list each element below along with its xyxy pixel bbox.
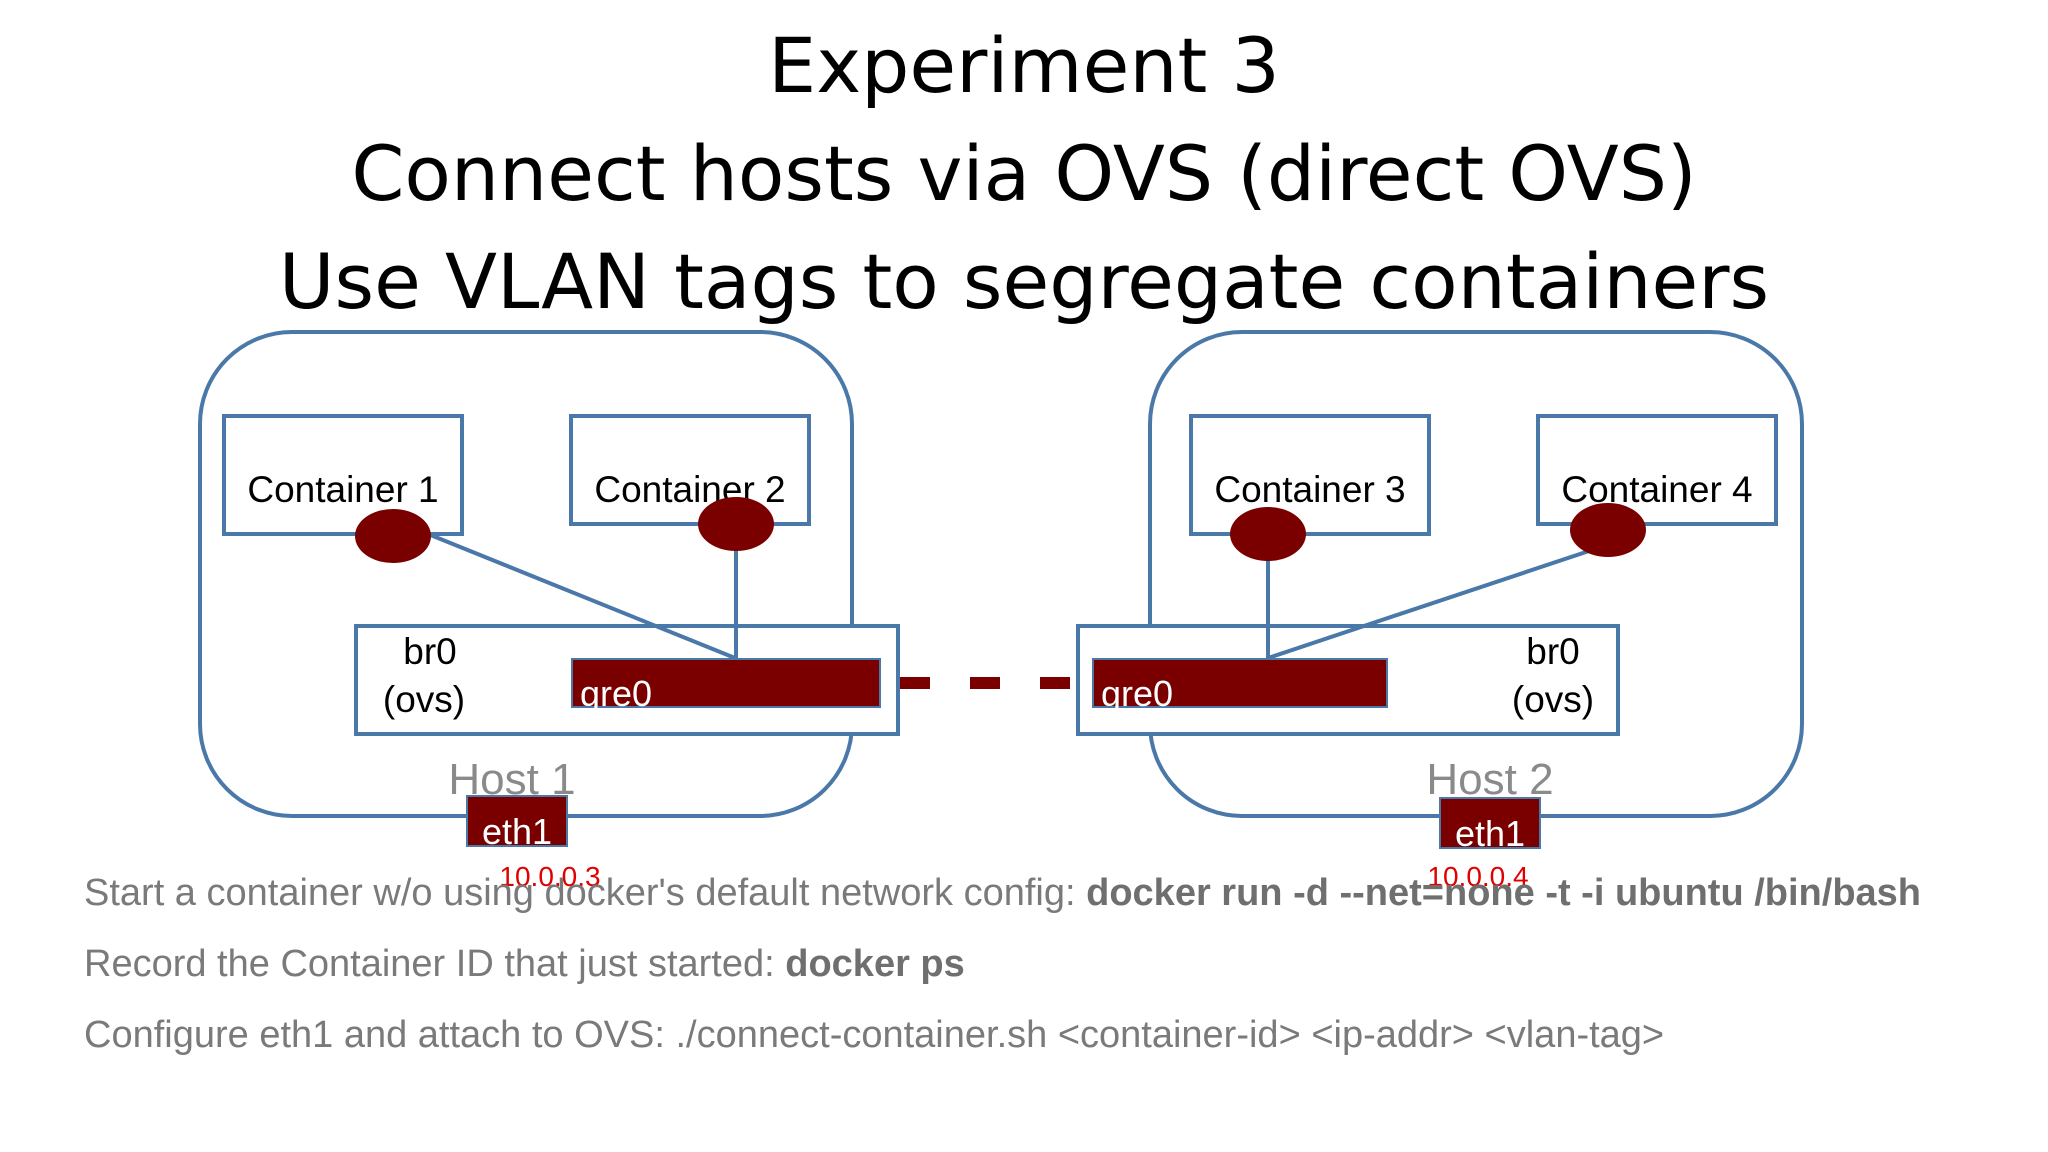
title-line-2: Connect hosts via OVS (direct OVS): [351, 129, 1697, 218]
host-1-bridge-type: (ovs): [383, 679, 465, 720]
container-2-box: [569, 414, 811, 526]
host-2-boundary: [1148, 330, 1804, 818]
container-1-label: Container 1: [247, 469, 438, 510]
container-4-port: [1570, 503, 1646, 557]
container-3-box: [1189, 414, 1431, 536]
title-line-3: Use VLAN tags to segregate containers: [278, 237, 1770, 326]
host-1-eth1-nic: [466, 795, 568, 847]
container-4-label: Container 4: [1561, 469, 1752, 510]
container-1-link: [427, 532, 736, 660]
instruction-record-id: Record the Container ID that just starte…: [84, 945, 965, 983]
host-1-bridge-name: br0: [403, 631, 456, 672]
title-line-1: Experiment 3: [768, 21, 1280, 110]
container-4-link: [1267, 546, 1599, 660]
host-2-eth1-label: eth1: [1455, 813, 1525, 854]
container-3-port: [1230, 507, 1306, 561]
host-1-ip-label: 10.0.0.3: [499, 861, 600, 892]
host-1-gre0-port: [571, 658, 881, 708]
container-1-box: [222, 414, 464, 536]
container-2-port: [698, 497, 774, 551]
host-2-gre0-port: [1092, 658, 1388, 708]
instruction-2-text: Record the Container ID that just starte…: [84, 943, 786, 985]
host-2-bridge-type: (ovs): [1512, 679, 1594, 720]
container-4-box: [1536, 414, 1778, 526]
host-1-gre0-label: gre0: [580, 673, 652, 714]
host-1: Container 1 Container 2 br0 (ovs) gre0 H…: [198, 330, 900, 892]
host-2: Container 3 Container 4 br0 (ovs) gre0 H…: [1076, 330, 1804, 892]
host-2-gre0-label: gre0: [1101, 673, 1173, 714]
container-3-label: Container 3: [1214, 469, 1405, 510]
instruction-configure-eth1: Configure eth1 and attach to OVS: ./conn…: [84, 1016, 1664, 1054]
instruction-1-text: Start a container w/o using docker's def…: [84, 872, 1087, 914]
container-1-port: [355, 509, 431, 563]
instruction-1-command: docker run -d --net=none -t -i ubuntu /b…: [1086, 872, 1922, 914]
host-2-label: Host 2: [1426, 755, 1553, 804]
host-2-bridge-name: br0: [1526, 631, 1579, 672]
host-2-eth1-nic: [1439, 797, 1541, 849]
instruction-3-text: Configure eth1 and attach to OVS: ./conn…: [84, 1014, 1665, 1056]
instruction-2-command: docker ps: [785, 943, 965, 985]
instruction-start-container: Start a container w/o using docker's def…: [84, 874, 1921, 912]
host-1-eth1-label: eth1: [482, 811, 552, 852]
host-2-ip-label: 10.0.0.4: [1427, 861, 1528, 892]
